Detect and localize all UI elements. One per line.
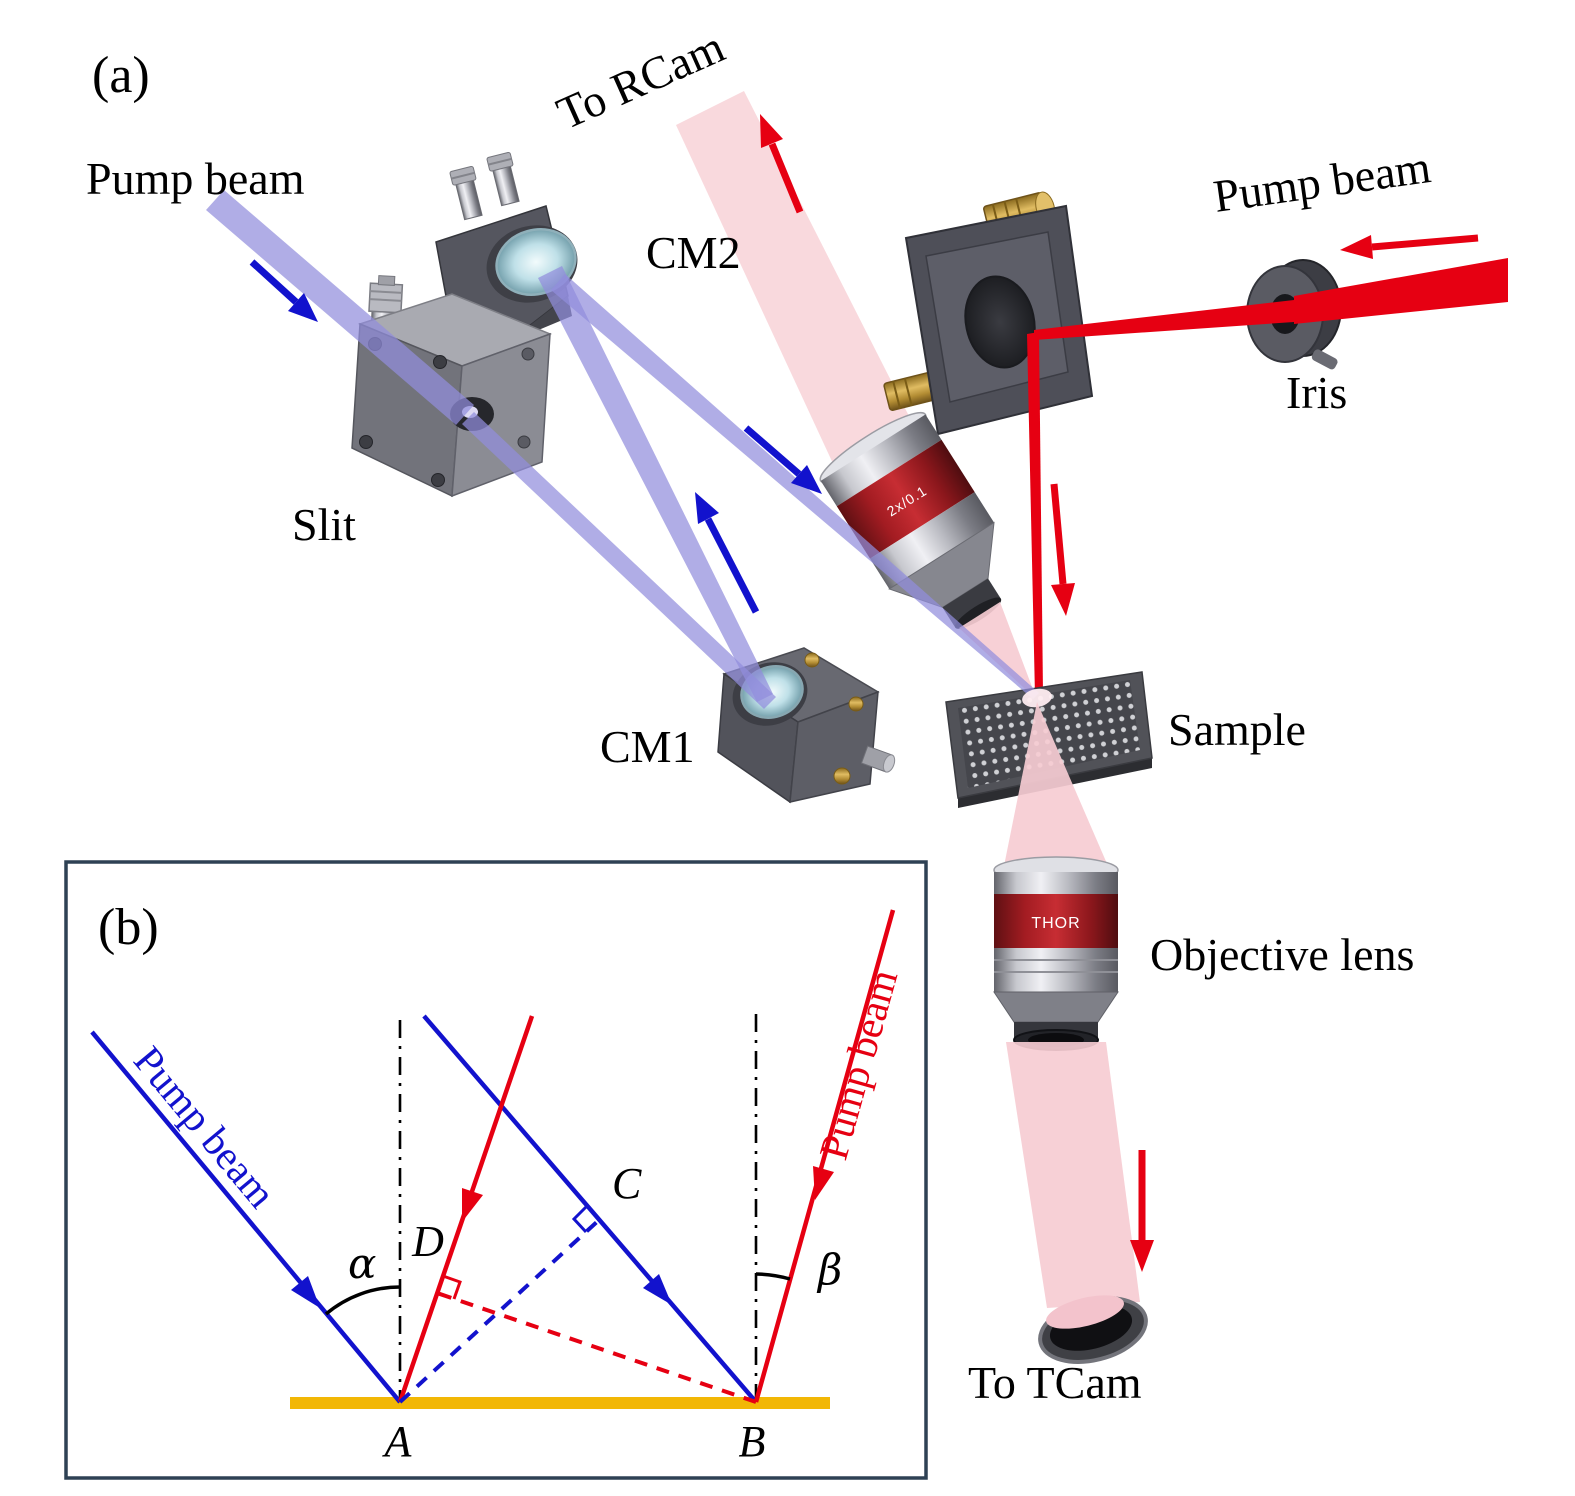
label-objective-lens: Objective lens [1150,929,1414,980]
tcam-tube-opening [1038,1295,1148,1364]
arrow-red-bottom [1130,1150,1154,1272]
label-slit: Slit [292,499,356,550]
arrow-blue-down-right [743,425,822,494]
red-ray-a-arrowhead [462,1188,483,1222]
panel-b-tag: (b) [98,899,159,956]
panel-b-box [64,860,928,1480]
beam-focus-spot [1022,688,1052,708]
arrow-blue-incident [249,259,318,322]
right-angle-at-d [442,1274,462,1300]
panel-a-tag: (a) [92,47,150,104]
arrow-red-down [1050,483,1075,616]
beam-cm1-to-cm2 [538,266,773,702]
wavefront-bd [436,1291,757,1404]
beta-arc [755,1272,791,1281]
beam-to-rcam [676,91,912,470]
arrow-red-right [1340,234,1479,259]
beam-blue-incident [206,190,474,425]
red-ray-b-arrowhead [813,1166,834,1200]
label-cm1: CM1 [600,721,695,772]
label-point-c: C [612,1159,642,1208]
label-cm2: CM2 [646,227,741,278]
objective-lower-marking: THOR [1031,915,1080,932]
beam-red-horizontal [1294,258,1508,324]
label-pump-beam-left: Pump beam [86,153,305,204]
cm1-knob [860,745,896,773]
slit-assembly [351,275,553,498]
blue-ray-to-b [422,1014,758,1404]
objective-lower: THOR [993,856,1119,1051]
blue-ray-b-arrowhead [643,1274,672,1305]
arrow-to-rcam [760,114,804,214]
alpha-arc [324,1285,401,1316]
label-pump-beam-right: Pump beam [1210,141,1434,222]
blue-ray-a-arrowhead [291,1276,320,1308]
label-sample: Sample [1168,704,1306,755]
steering-mirror [964,275,1036,369]
objective-upper: 2x/0.1 [819,411,1002,629]
label-point-d: D [411,1217,444,1266]
arrow-blue-up-left [695,492,760,614]
beam-cm2-to-sample [551,274,1039,699]
right-angle-at-c [571,1204,589,1234]
label-iris: Iris [1286,367,1347,418]
beam-cone-lower [1004,702,1108,866]
label-beta: β [816,1245,842,1294]
label-point-b: B [739,1417,766,1466]
cm1-mirror-mount [717,647,896,804]
red-ray-to-b [753,909,896,1403]
label-point-a: A [382,1417,413,1466]
beam-red-down [1027,332,1043,696]
beam-red-to-mirror [1034,300,1294,340]
blue-ray-to-a [90,1030,402,1404]
adjuster-knob [449,165,483,221]
label-to-tcam: To TCam [968,1357,1142,1408]
adjuster-knob [486,151,520,207]
steering-mirror-mount [883,191,1094,436]
label-alpha: α [348,1239,376,1288]
iris-lever [1311,349,1338,370]
beam-slit-to-cm1 [462,412,776,709]
beam-to-tcam [1006,1042,1140,1308]
